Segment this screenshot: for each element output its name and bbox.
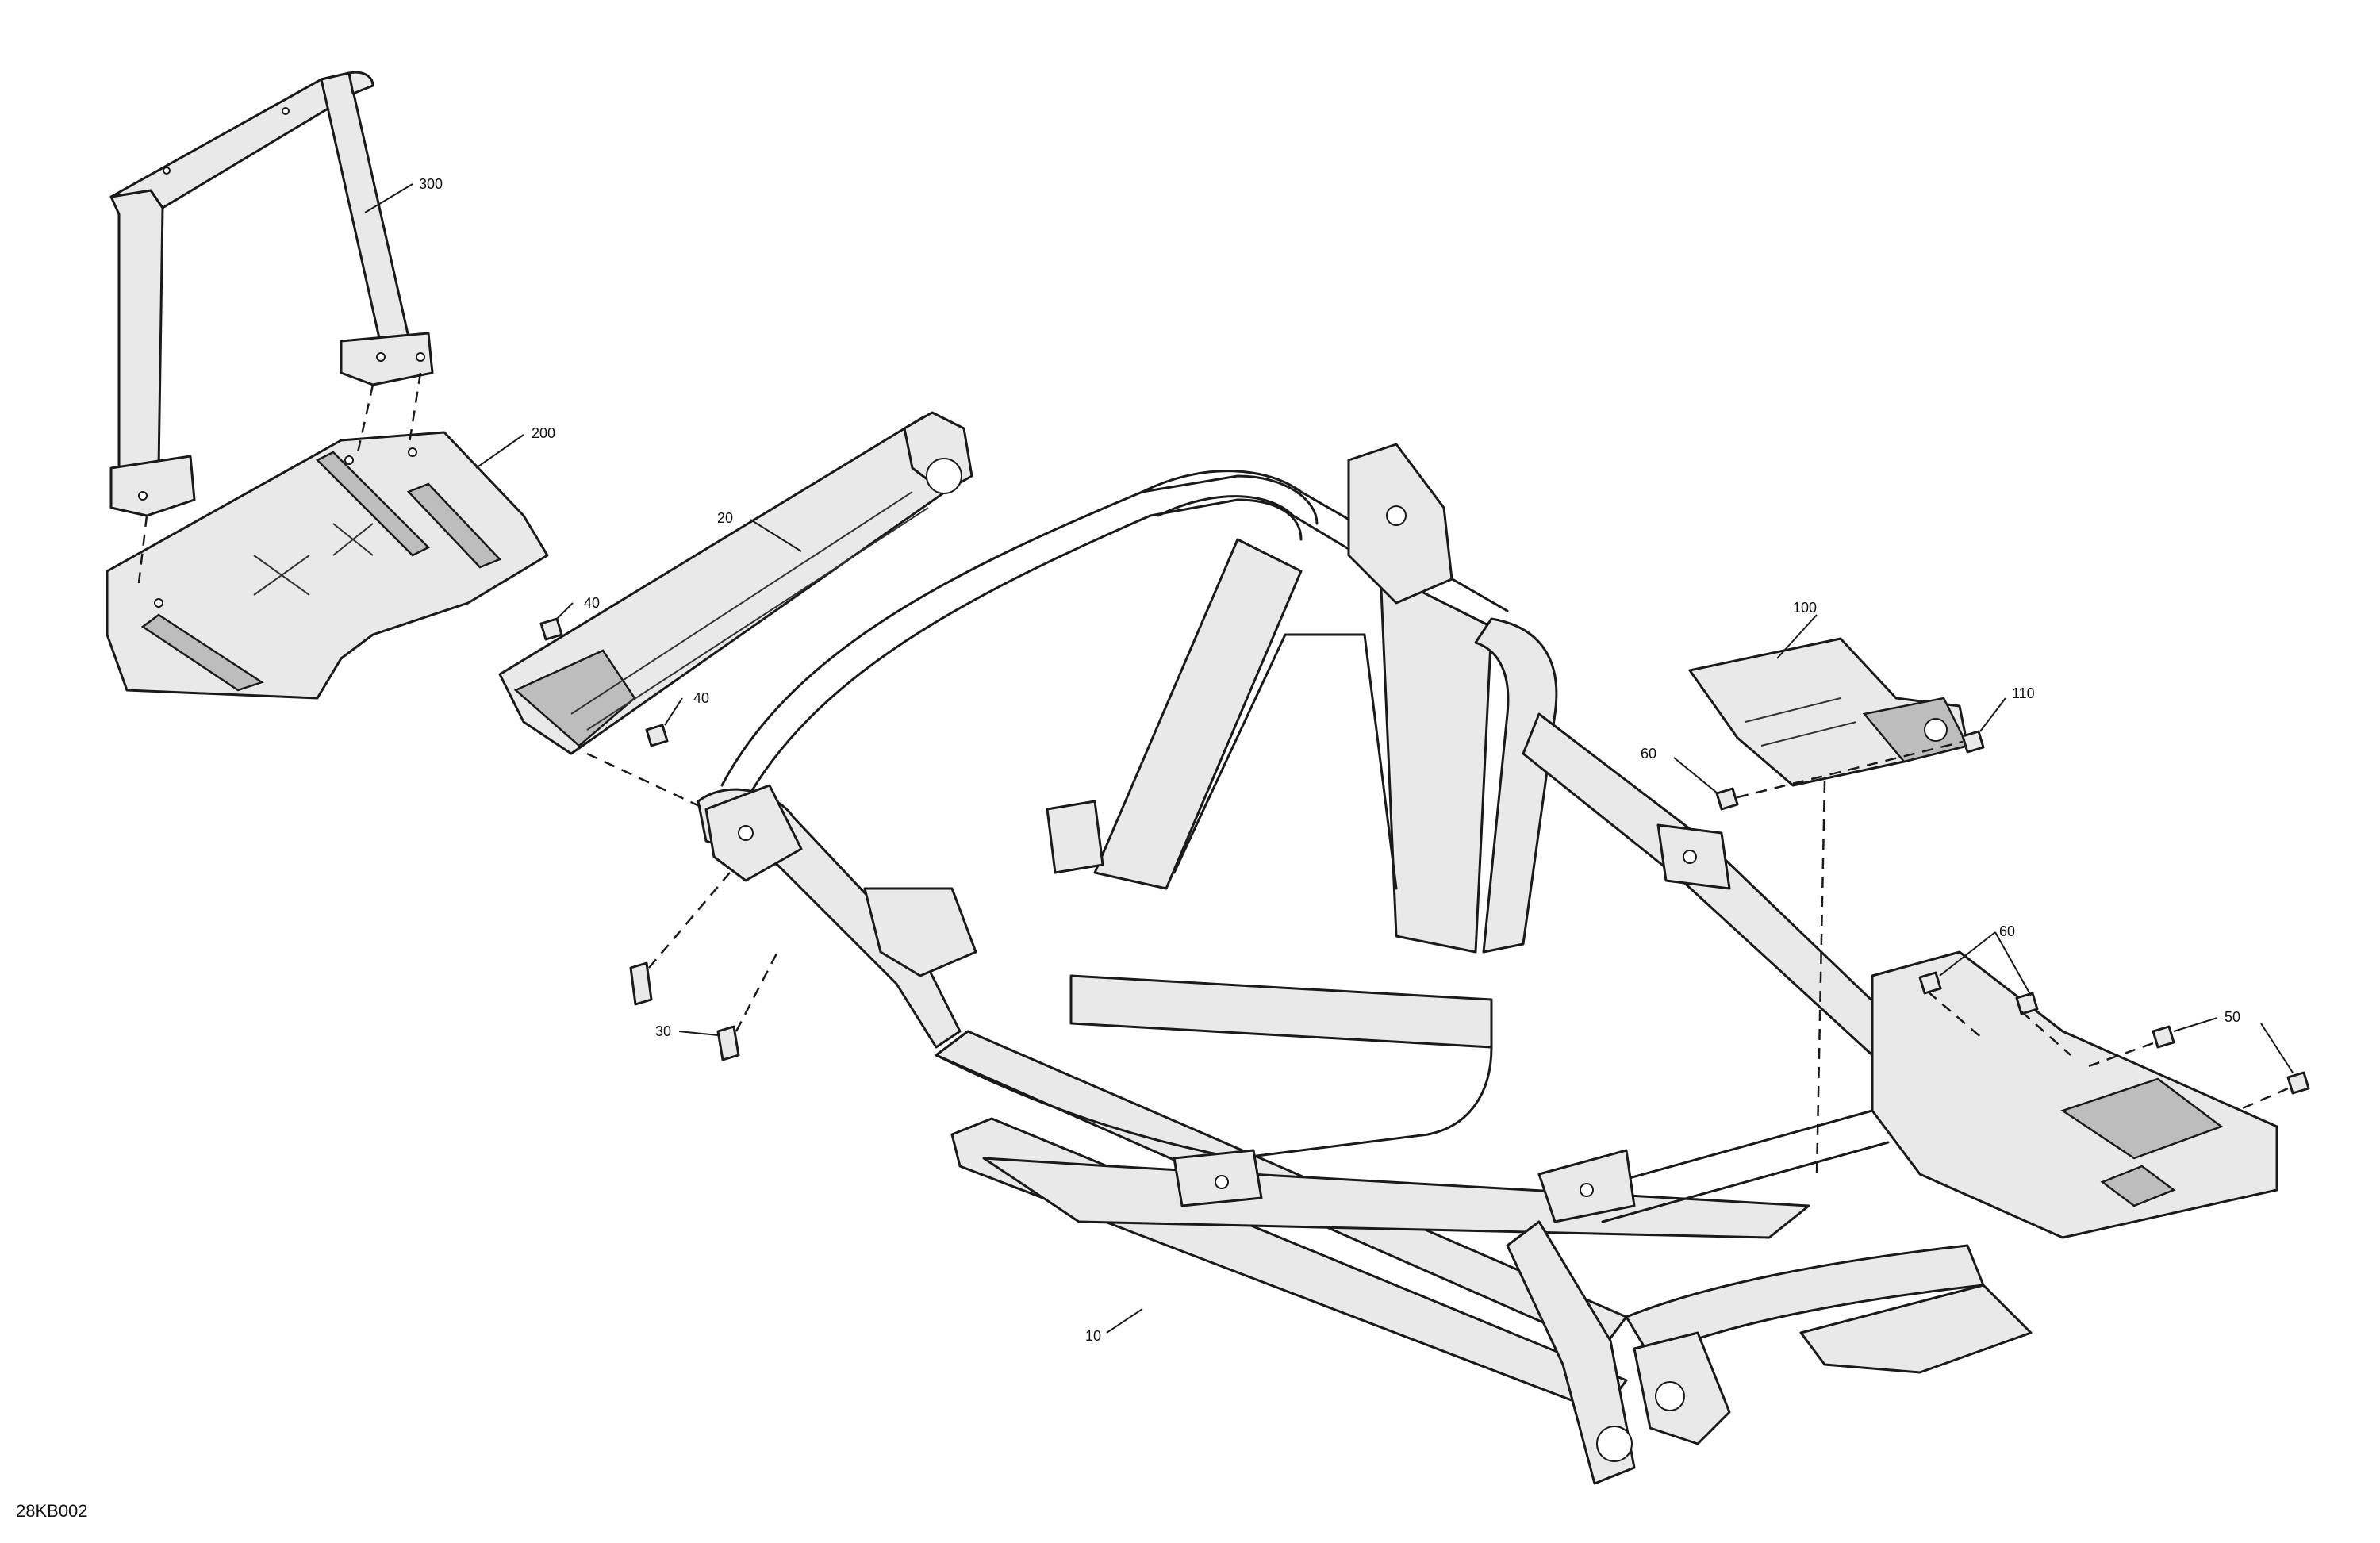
callout-50: 50: [2225, 1009, 2240, 1025]
fastener-60-left: [1715, 787, 1739, 811]
fastener-30-a: [629, 961, 653, 1006]
dash-link: [586, 752, 707, 811]
callout-40-upper: 40: [584, 595, 600, 611]
callout-300: 300: [419, 176, 443, 192]
dash-link: [2086, 1042, 2154, 1069]
dash-link: [407, 372, 422, 449]
dash-link: [648, 872, 731, 969]
part-100-cover: [1688, 637, 1969, 787]
fastener-40-lower: [645, 724, 669, 747]
fastener-60-right-b: [2015, 992, 2039, 1015]
part-200-skid-plate: [106, 431, 549, 700]
fastener-50-a: [2152, 1025, 2175, 1049]
part-10-main-frame: [697, 443, 2278, 1485]
dash-link: [355, 384, 374, 457]
callout-30: 30: [655, 1023, 671, 1039]
callout-40-lower: 40: [693, 690, 709, 706]
dash-link: [1815, 781, 1826, 1175]
dash-link: [2236, 1087, 2289, 1112]
fastener-50-b: [2286, 1071, 2310, 1095]
dash-link: [735, 951, 779, 1032]
callout-60-left: 60: [1641, 746, 1656, 762]
leader-lines: [364, 183, 2294, 1334]
fastener-60-right-a: [1918, 971, 1942, 995]
callout-60-right: 60: [1999, 923, 2015, 939]
dash-link: [1927, 991, 1984, 1040]
dash-link: [2021, 1011, 2071, 1056]
fastener-30-b: [716, 1025, 740, 1061]
fastener-40-upper: [539, 617, 563, 641]
part-20-support-arm: [498, 411, 973, 755]
part-300-rear-bar: [109, 71, 434, 517]
dash-link: [1737, 740, 1964, 799]
drawing-reference: 28KB002: [16, 1501, 88, 1521]
callout-10: 10: [1085, 1328, 1101, 1344]
callout-20: 20: [717, 510, 733, 526]
callout-200: 200: [532, 425, 555, 441]
fastener-110: [1961, 730, 1985, 754]
callout-100: 100: [1793, 600, 1817, 616]
callout-110: 110: [2012, 685, 2035, 701]
